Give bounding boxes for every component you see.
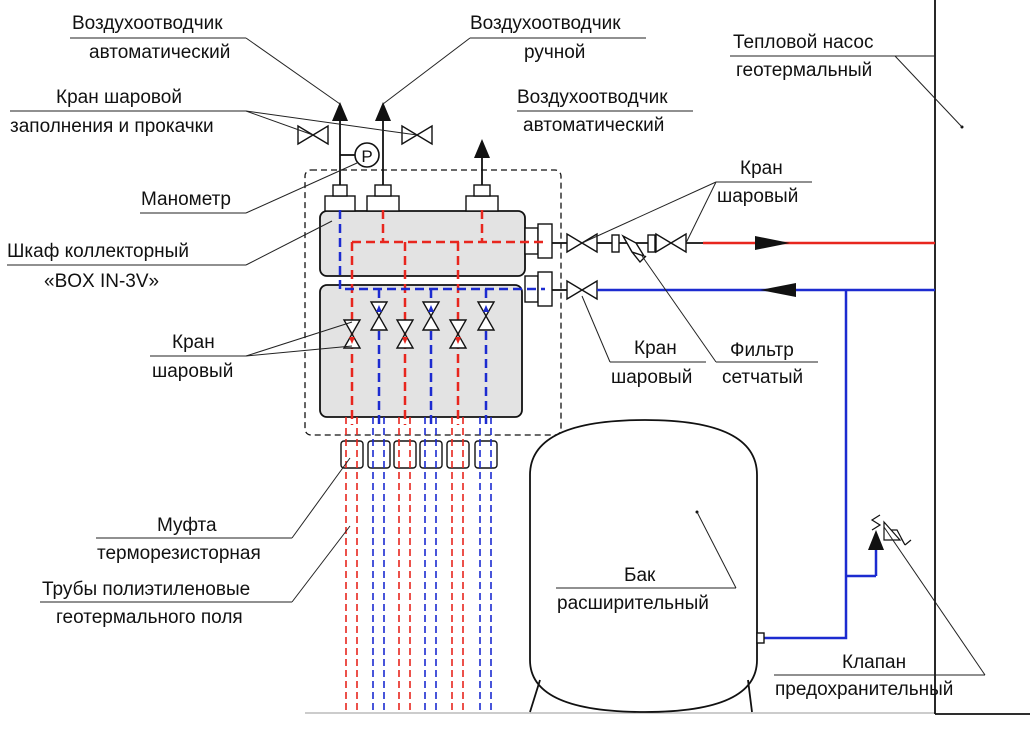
label-coupling-line2: терморезисторная <box>97 543 261 564</box>
leader-line <box>883 526 986 676</box>
label-ball-valve-right-line1: Кран <box>740 158 783 179</box>
valve-arrow-marks <box>349 337 461 344</box>
side-fittings <box>524 223 553 307</box>
label-air-vent-auto-1-line1: Воздухоотводчик <box>72 13 223 34</box>
label-pipes-line2: геотермального поля <box>56 607 243 628</box>
safety-valve-icon <box>868 514 912 550</box>
label-ball-valve-right-line2: шаровый <box>717 186 798 207</box>
label-ball-valve-left-line2: шаровый <box>152 361 233 382</box>
label-tank-line1: Бак <box>624 565 656 586</box>
air-vent-auto-2-icon <box>474 139 490 158</box>
label-heat-pump-line1: Тепловой насос <box>733 32 873 53</box>
leader-line <box>641 255 717 363</box>
label-air-vent-auto-2-line1: Воздухоотводчик <box>517 87 668 108</box>
supply-line <box>552 233 935 264</box>
air-vent-auto-1-icon <box>332 102 348 121</box>
leader-line <box>245 345 353 357</box>
thermistor-couplings <box>340 440 498 469</box>
label-safety-valve-line1: Клапан <box>842 652 906 673</box>
heat-pump-unit <box>934 0 1030 715</box>
label-air-vent-manual-line2: ручной <box>524 42 585 63</box>
label-cabinet-line2: «BOX IN-3V» <box>44 271 159 292</box>
label-pipes-line1: Трубы полиэтиленовые <box>42 579 250 600</box>
label-air-vent-auto-2-line2: автоматический <box>523 115 664 136</box>
label-air-vent-auto-1-line2: автоматический <box>89 42 230 63</box>
manometer-symbol: P <box>361 147 372 166</box>
leader-line <box>245 162 358 214</box>
cabinet-outline <box>304 169 562 436</box>
label-filter-line1: Фильтр <box>730 340 794 361</box>
leader-line <box>245 110 314 136</box>
leader-line <box>581 181 717 244</box>
geothermal-pipes <box>345 417 492 712</box>
label-air-vent-manual-line1: Воздухоотводчик <box>470 13 621 34</box>
leader-line <box>245 110 418 136</box>
label-coupling-line1: Муфта <box>157 515 217 536</box>
label-ball-valve-fill-line2: заполнения и прокачки <box>10 116 214 137</box>
leader-line <box>382 37 471 105</box>
label-tank-line2: расширительный <box>557 593 709 614</box>
label-cabinet-line1: Шкаф коллекторный <box>7 241 189 262</box>
label-manometer: Манометр <box>141 189 231 210</box>
top-fittings <box>324 120 499 212</box>
label-heat-pump-line2: геотермальный <box>736 60 872 81</box>
leader-line <box>685 181 717 244</box>
leader-line <box>291 525 351 603</box>
return-manifold <box>319 284 523 418</box>
label-ball-valve-fill-line1: Кран шаровой <box>56 87 182 108</box>
leader-line <box>245 220 333 266</box>
leader-line <box>581 295 611 363</box>
valve-arrow-marks-blue <box>376 305 489 312</box>
leader-line <box>894 55 963 128</box>
leader-line <box>245 37 341 105</box>
leader-line <box>291 457 351 539</box>
label-ball-valve-bottom-line1: Кран <box>634 338 677 359</box>
label-ball-valve-bottom-line2: шаровый <box>611 367 692 388</box>
label-safety-valve-line2: предохранительный <box>775 679 953 700</box>
leader-line <box>245 321 353 357</box>
expansion-tank <box>529 419 765 713</box>
label-ball-valve-left-line1: Кран <box>172 332 215 353</box>
return-line <box>552 280 935 640</box>
manometer-icon: P <box>340 142 380 168</box>
label-filter-line2: сетчатый <box>722 367 803 388</box>
leader-line <box>696 511 737 589</box>
air-vent-manual-icon <box>375 102 391 121</box>
